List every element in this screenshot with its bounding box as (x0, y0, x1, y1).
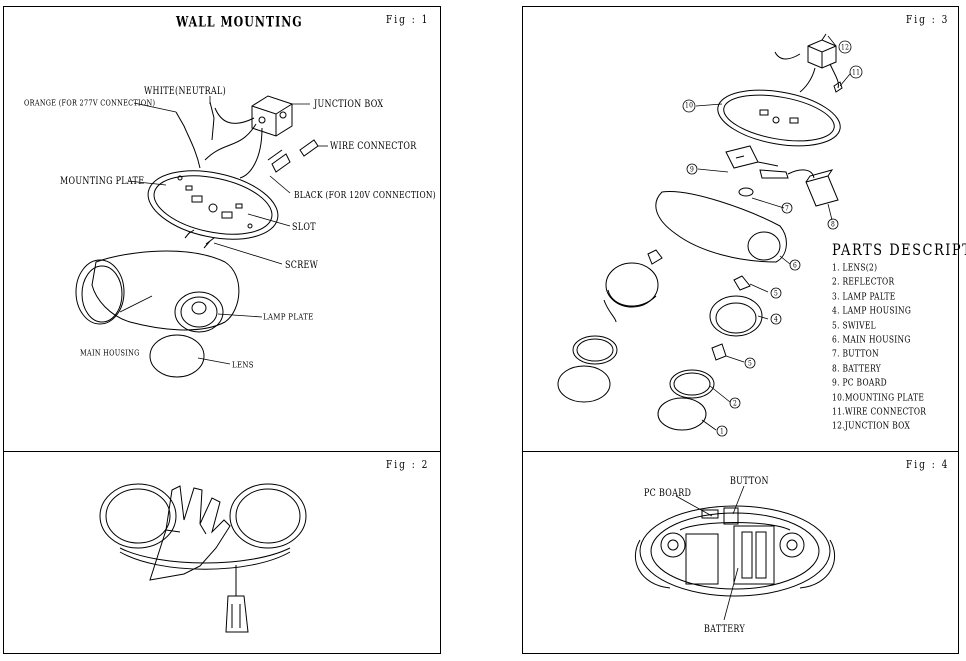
fig1-mounting-plate (147, 170, 279, 240)
label-screw: SCREW (285, 259, 319, 271)
callout-number: 4 (774, 315, 779, 324)
label-mounting-plate: MOUNTING PLATE (60, 175, 145, 187)
fig2-label: Fig : 2 (386, 459, 430, 472)
fig3-battery (805, 169, 839, 207)
callout-number: 1 (720, 427, 725, 436)
fig2-hand (149, 485, 231, 581)
callout-number: 11 (852, 68, 861, 77)
part-item: 10.MOUNTING PLATE (832, 391, 925, 403)
label-button: BUTTON (730, 475, 769, 487)
part-item: 9. PC BOARD (832, 377, 887, 388)
fig1-junction-box (251, 95, 293, 137)
parts-list: 1. LENS(2) 2. REFLECTOR 3. LAMP PALTE 4.… (832, 262, 926, 435)
fig1-main-housing (75, 250, 240, 333)
callout-number: 7 (785, 204, 790, 213)
callout-number: 6 (793, 261, 798, 270)
fig1-label: Fig : 1 (386, 14, 430, 27)
part-item: 11.WIRE CONNECTOR (832, 405, 927, 417)
fig1-screws (184, 229, 215, 249)
fig4-internals (679, 507, 791, 585)
label-slot: SLOT (292, 221, 316, 233)
fig2-screwdriver (225, 565, 249, 633)
fig3-label: Fig : 3 (906, 14, 950, 27)
fig3-junction-box (774, 33, 843, 93)
label-black: BLACK (FOR 120V CONNECTION) (294, 189, 436, 201)
callout-number: 2 (733, 399, 738, 408)
part-item: 12.JUNCTION BOX (832, 420, 911, 432)
callout-number: 5 (774, 289, 779, 298)
fig4-label: Fig : 4 (906, 459, 950, 472)
fig1-lens (149, 334, 205, 378)
fig3-right-lamp (657, 275, 763, 431)
callout-number: 10 (685, 101, 694, 110)
label-lens: LENS (232, 360, 254, 370)
callout-number: 5 (748, 359, 753, 368)
fig2-housing (99, 483, 307, 570)
label-lamp-plate: LAMP PLATE (263, 312, 314, 322)
part-item: 3. LAMP PALTE (832, 290, 896, 302)
fig3-mounting-plate (717, 89, 841, 147)
fig2-panel (3, 451, 441, 654)
fig1-panel (3, 6, 441, 452)
part-item: 2. REFLECTOR (832, 276, 895, 288)
callout-number: 8 (831, 220, 836, 229)
part-item: 4. LAMP HOUSING (832, 305, 912, 316)
part-item: 6. MAIN HOUSING (832, 333, 911, 345)
part-item: 5. SWIVEL (832, 319, 876, 331)
fig1-leader-lines (119, 96, 328, 365)
fig4-leader-lines (675, 485, 745, 621)
fig3-left-lamp (557, 249, 663, 403)
parts-description-title: PARTS DESCRIPTION (832, 241, 966, 260)
label-main-housing: MAIN HOUSING (80, 348, 140, 358)
label-white-neutral: WHITE(NEUTRAL) (144, 85, 227, 97)
label-battery: BATTERY (704, 623, 746, 635)
fig3-pc-board (725, 145, 815, 179)
label-wire-connector: WIRE CONNECTOR (330, 140, 417, 152)
callout-number: 9 (690, 165, 695, 174)
label-junction-box: JUNCTION BOX (314, 98, 384, 110)
fig4-housing (635, 505, 835, 597)
label-orange: ORANGE (FOR 277V CONNECTION) (24, 98, 156, 108)
fig1-title: WALL MOUNTING (176, 14, 303, 31)
label-pc-board: PC BOARD (644, 487, 692, 499)
fig1-wires (175, 101, 319, 179)
fig4-panel (522, 451, 959, 654)
part-item: 7. BUTTON (832, 348, 879, 360)
fig3-leader-lines (695, 35, 851, 431)
part-item: 8. BATTERY (832, 362, 882, 374)
part-item: 1. LENS(2) (832, 262, 878, 273)
callout-number: 12 (841, 43, 850, 52)
fig3-button (738, 187, 754, 197)
fig3-callout-circles (682, 40, 863, 437)
fig3-main-housing (655, 191, 787, 263)
